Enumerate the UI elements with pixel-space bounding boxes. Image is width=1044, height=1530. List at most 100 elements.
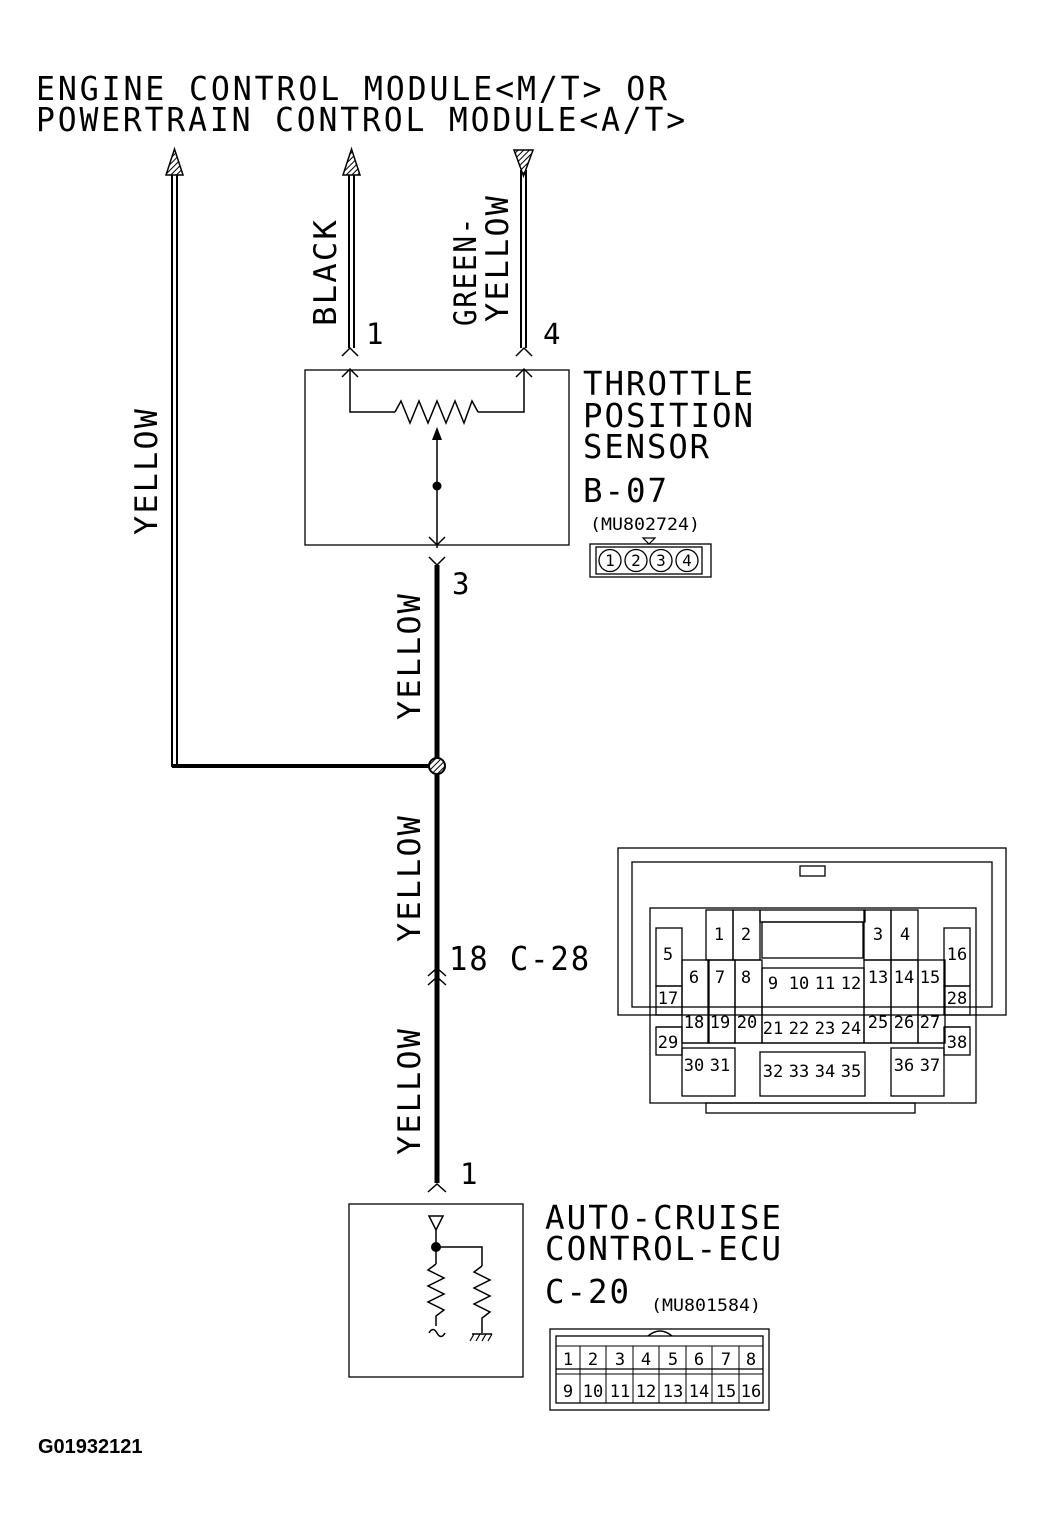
c20-pin-12: 12 (636, 1382, 656, 1402)
c20-pin-8: 8 (746, 1350, 756, 1370)
c28-pin-18: 18 (684, 1013, 704, 1033)
c28-pin-1: 1 (714, 925, 724, 945)
c28-pin-4: 4 (900, 925, 910, 945)
throttle-sensor-name-2: POSITION (583, 396, 755, 435)
c28-pin-25: 25 (868, 1013, 888, 1033)
c28-pin-26: 26 (894, 1013, 914, 1033)
c20-pin-14: 14 (689, 1382, 709, 1402)
ecu-name-2: CONTROL-ECU (545, 1229, 783, 1268)
c28-pin-14: 14 (894, 968, 914, 988)
pin-label-sensor-output: 3 (452, 567, 469, 601)
c28-pin-21: 21 (763, 1019, 783, 1039)
resistor-icon (472, 1265, 492, 1333)
c28-pin-numbers: 1 2 3 4 5 6 7 8 9 10 11 12 13 14 15 16 1… (658, 925, 967, 1082)
c28-pin-34: 34 (815, 1062, 835, 1082)
c28-pin-30: 30 (684, 1056, 704, 1076)
c20-pin-7: 7 (721, 1350, 731, 1370)
c20-pin-13: 13 (663, 1382, 683, 1402)
c20-pin-10: 10 (583, 1382, 603, 1402)
ecu-connector-id: C-20 (545, 1272, 631, 1311)
c28-pin-5: 5 (663, 945, 673, 965)
c28-pin-13: 13 (868, 968, 888, 988)
c28-connector-face (617, 847, 1007, 1114)
c20-pin-3: 3 (615, 1350, 625, 1370)
left-yellow-wire (164, 146, 437, 768)
c28-pin-3: 3 (873, 925, 883, 945)
ground-icon (469, 1333, 493, 1342)
throttle-sensor-connector-id: B-07 (583, 471, 669, 510)
c20-pin-1: 1 (563, 1350, 573, 1370)
c28-pin-22: 22 (789, 1019, 809, 1039)
c28-pin-17: 17 (658, 989, 678, 1009)
green-yellow-wire (512, 149, 535, 348)
pin-label-black: 1 (366, 317, 383, 351)
b07-pin-2: 2 (631, 551, 641, 570)
c28-pin-19: 19 (710, 1013, 730, 1033)
c28-pin-6: 6 (689, 968, 699, 988)
c28-pin-31: 31 (710, 1056, 730, 1076)
wire-label-splice-to-c28: YELLOW (392, 814, 428, 942)
pin-label-green-yellow: 4 (543, 317, 560, 351)
wire-label-green-yellow-2: YELLOW (480, 194, 516, 322)
c20-pin-6: 6 (694, 1350, 704, 1370)
c28-pin-24: 24 (841, 1019, 861, 1039)
c28-pin-23: 23 (815, 1019, 835, 1039)
c28-pin-7: 7 (715, 968, 725, 988)
throttle-position-sensor (304, 346, 570, 567)
b07-connector-face: 1 2 3 4 (589, 537, 712, 578)
c28-pin-36: 36 (894, 1056, 914, 1076)
throttle-sensor-name-1: THROTTLE (583, 364, 755, 403)
black-wire (341, 146, 362, 348)
wire-label-green-yellow-1: GREEN- (448, 216, 484, 326)
c20-pin-2: 2 (588, 1350, 598, 1370)
b07-pin-3: 3 (656, 551, 666, 570)
c28-pin-2: 2 (741, 925, 751, 945)
arrow-up-icon (341, 146, 362, 176)
throttle-sensor-name-3: SENSOR (583, 427, 711, 466)
b07-pin-1: 1 (605, 551, 615, 570)
arrow-up-icon (164, 146, 185, 176)
c28-pin-32: 32 (763, 1062, 783, 1082)
c28-pin-27: 27 (920, 1013, 940, 1033)
c20-connector-face (549, 1328, 770, 1411)
c28-pin-20: 20 (737, 1013, 757, 1033)
c28-pin-29: 29 (658, 1033, 678, 1053)
wire-label-left-yellow: YELLOW (129, 407, 165, 535)
c28-pin-9: 9 (768, 974, 778, 994)
c28-pin-15: 15 (920, 968, 940, 988)
figure-id: G01932121 (38, 1436, 143, 1458)
wire-label-black: BLACK (308, 218, 344, 326)
pin-label-ecu-input: 1 (460, 1157, 477, 1191)
c20-pin-11: 11 (610, 1382, 630, 1402)
c28-pin-28: 28 (947, 989, 967, 1009)
main-yellow-wire (427, 565, 447, 1193)
c20-pin-numbers: 1 2 3 4 5 6 7 8 9 10 11 12 13 14 15 16 (563, 1350, 761, 1402)
arrow-down-icon (512, 149, 535, 179)
c20-pin-9: 9 (563, 1382, 573, 1402)
splice-point-icon (428, 757, 446, 775)
c28-pin-12: 12 (841, 974, 861, 994)
c20-pin-16: 16 (741, 1382, 761, 1402)
wire-label-c28-to-ecu: YELLOW (392, 1027, 428, 1155)
b07-pin-4: 4 (682, 551, 692, 570)
c28-pin-33: 33 (789, 1062, 809, 1082)
c28-pin-16: 16 (947, 945, 967, 965)
resistor-icon (394, 399, 479, 426)
c28-pin-35: 35 (841, 1062, 861, 1082)
resistor-icon (426, 1263, 446, 1326)
c20-pin-15: 15 (716, 1382, 736, 1402)
ecu-name-1: AUTO-CRUISE (545, 1198, 783, 1237)
c28-pin-8: 8 (741, 968, 751, 988)
auto-cruise-control-ecu (348, 1203, 524, 1378)
c28-pin-11: 11 (815, 974, 835, 994)
c20-pin-5: 5 (668, 1350, 678, 1370)
title-line-1: ENGINE CONTROL MODULE<M/T> OR (36, 69, 670, 108)
c28-pin-37: 37 (920, 1056, 940, 1076)
wire-label-sensor-to-splice: YELLOW (392, 592, 428, 720)
c28-connector-label: 18 C-28 (449, 939, 591, 978)
title-line-2: POWERTRAIN CONTROL MODULE<A/T> (36, 100, 688, 139)
c28-pin-38: 38 (947, 1033, 967, 1053)
c20-pin-4: 4 (641, 1350, 651, 1370)
c28-pin-10: 10 (789, 974, 809, 994)
